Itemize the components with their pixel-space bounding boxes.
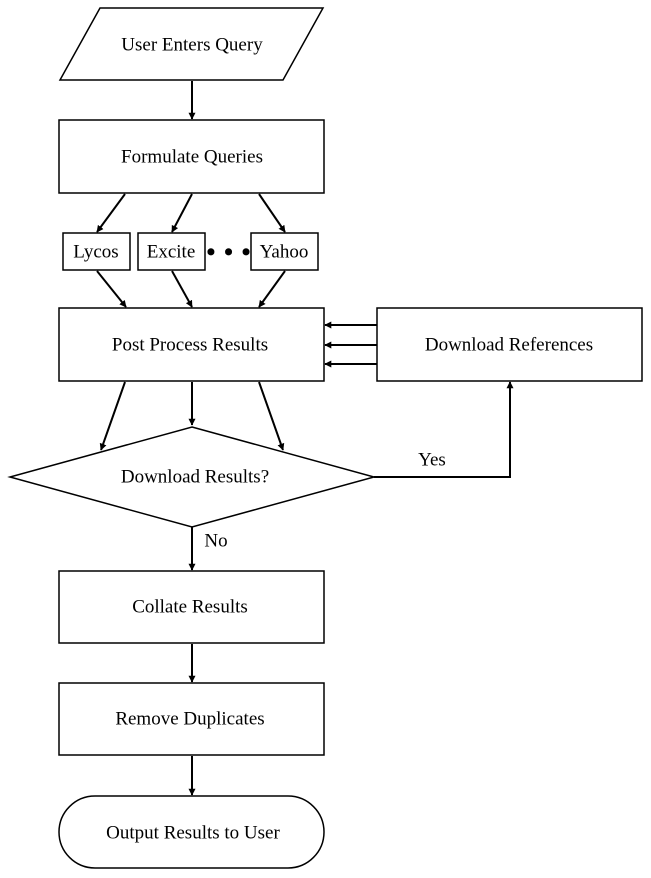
arrow-formulate-to-yahoo	[258, 193, 286, 233]
collate-node: Collate Results	[58, 570, 325, 644]
formulate-label: Formulate Queries	[121, 147, 263, 168]
dedupe-node: Remove Duplicates	[58, 682, 325, 756]
engine-lycos-box	[62, 232, 131, 271]
dedupe-box	[58, 682, 325, 756]
arrow-formulate-to-lycos	[96, 193, 126, 233]
formulate-box	[58, 119, 325, 194]
arrow-lycos-to-post	[96, 270, 127, 308]
engine-lycos-label: Lycos	[73, 242, 118, 263]
yes-label: Yes	[418, 450, 446, 471]
input-node: User Enters Query	[58, 7, 325, 81]
collate-label: Collate Results	[132, 597, 248, 618]
engine-excite-label: Excite	[147, 242, 196, 263]
arrow-yahoo-to-post	[258, 270, 286, 308]
output-terminator	[58, 795, 325, 869]
arrow-formulate-to-excite	[171, 193, 193, 233]
arrow-post-to-decision-left	[99, 381, 126, 451]
output-label: Output Results to User	[106, 823, 280, 844]
engines-ellipsis: • • •	[206, 238, 251, 267]
collate-box	[58, 570, 325, 644]
arrow-excite-to-post	[171, 270, 193, 308]
engine-yahoo-label: Yahoo	[260, 242, 309, 263]
decision-label: Download Results?	[121, 467, 269, 488]
decision-node: Download Results?	[7, 426, 377, 528]
engine-lycos-node: Lycos	[62, 232, 131, 271]
input-parallelogram	[58, 7, 325, 81]
output-node: Output Results to User	[58, 795, 325, 869]
engine-yahoo-node: Yahoo	[250, 232, 319, 271]
arrow-post-to-decision-right	[258, 381, 285, 451]
download-refs-node: Download References	[376, 307, 643, 382]
engine-excite-box	[137, 232, 206, 271]
engine-yahoo-box	[250, 232, 319, 271]
download-refs-label: Download References	[425, 335, 593, 356]
post-process-node: Post Process Results	[58, 307, 325, 382]
arrow-decision-yes-to-refs	[374, 381, 514, 478]
input-label: User Enters Query	[121, 35, 263, 56]
formulate-node: Formulate Queries	[58, 119, 325, 194]
dedupe-label: Remove Duplicates	[115, 709, 264, 730]
engine-excite-node: Excite	[137, 232, 206, 271]
no-label: No	[204, 531, 227, 552]
post-process-box	[58, 307, 325, 382]
post-process-label: Post Process Results	[112, 335, 268, 356]
download-refs-box	[376, 307, 643, 382]
